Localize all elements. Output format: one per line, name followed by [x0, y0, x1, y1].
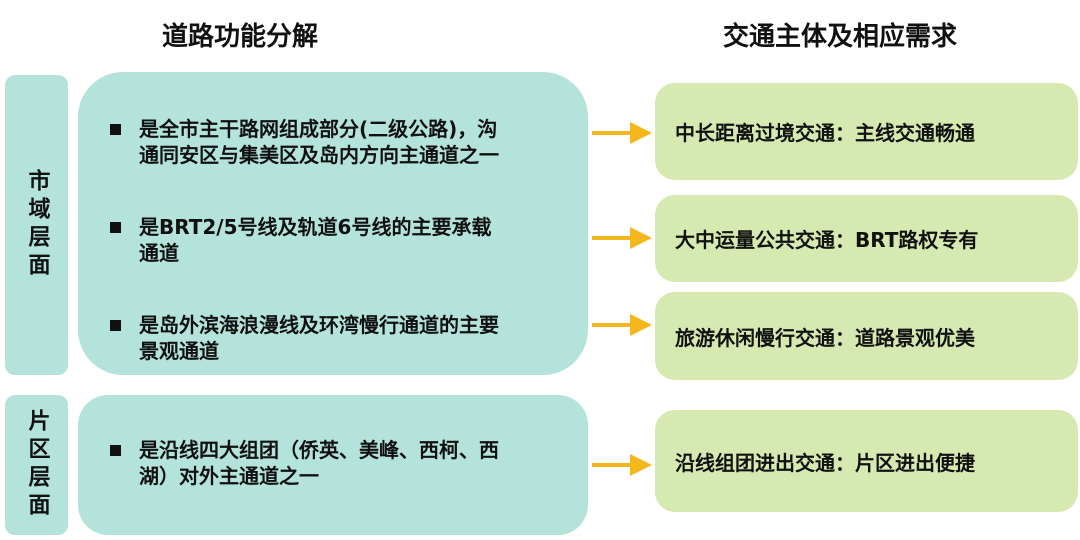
bullet-icon [110, 124, 121, 135]
arrow-icon [592, 454, 652, 476]
level-district: 片区层面 [5, 395, 68, 535]
level-label: 片区层面 [24, 409, 50, 521]
city-functions-box: 是全市主干路网组成部分(二级公路)，沟通同安区与集美区及岛内方向主通道之一 是B… [78, 72, 588, 375]
line: 通道 [139, 241, 179, 265]
function-item: 是沿线四大组团（侨英、美峰、西柯、西湖）对外主通道之一 [108, 437, 568, 489]
line: 通同安区与集美区及岛内方向主通道之一 [139, 143, 499, 167]
demand-box: 沿线组团进出交通：片区进出便捷 [655, 410, 1078, 512]
bullet-icon [110, 445, 121, 456]
arrow-icon [592, 122, 652, 144]
demand-box: 大中运量公共交通：BRT路权专有 [655, 195, 1078, 282]
level-city: 市域层面 [5, 75, 68, 375]
arrow-icon [592, 227, 652, 249]
function-item: 是岛外滨海浪漫线及环湾慢行通道的主要景观通道 [108, 312, 568, 364]
demand-box: 中长距离过境交通：主线交通畅通 [655, 83, 1078, 180]
line: 景观通道 [139, 339, 219, 363]
line: 是沿线四大组团（侨英、美峰、西柯、西 [139, 438, 499, 462]
line: 是全市主干路网组成部分(二级公路)，沟 [139, 117, 498, 141]
bullet-icon [110, 320, 121, 331]
district-functions-box: 是沿线四大组团（侨英、美峰、西柯、西湖）对外主通道之一 [78, 395, 588, 535]
arrow-icon [592, 314, 652, 336]
bullet-icon [110, 222, 121, 233]
line: 是岛外滨海浪漫线及环湾慢行通道的主要 [139, 313, 499, 337]
function-item: 是BRT2/5号线及轨道6号线的主要承载通道 [108, 214, 568, 266]
line: 湖）对外主通道之一 [139, 464, 319, 488]
function-item: 是全市主干路网组成部分(二级公路)，沟通同安区与集美区及岛内方向主通道之一 [108, 116, 568, 168]
right-heading: 交通主体及相应需求 [722, 22, 957, 52]
demand-box: 旅游休闲慢行交通：道路景观优美 [655, 292, 1078, 380]
level-label: 市域层面 [24, 169, 50, 281]
line: 是BRT2/5号线及轨道6号线的主要承载 [139, 215, 492, 239]
left-heading: 道路功能分解 [161, 22, 318, 52]
